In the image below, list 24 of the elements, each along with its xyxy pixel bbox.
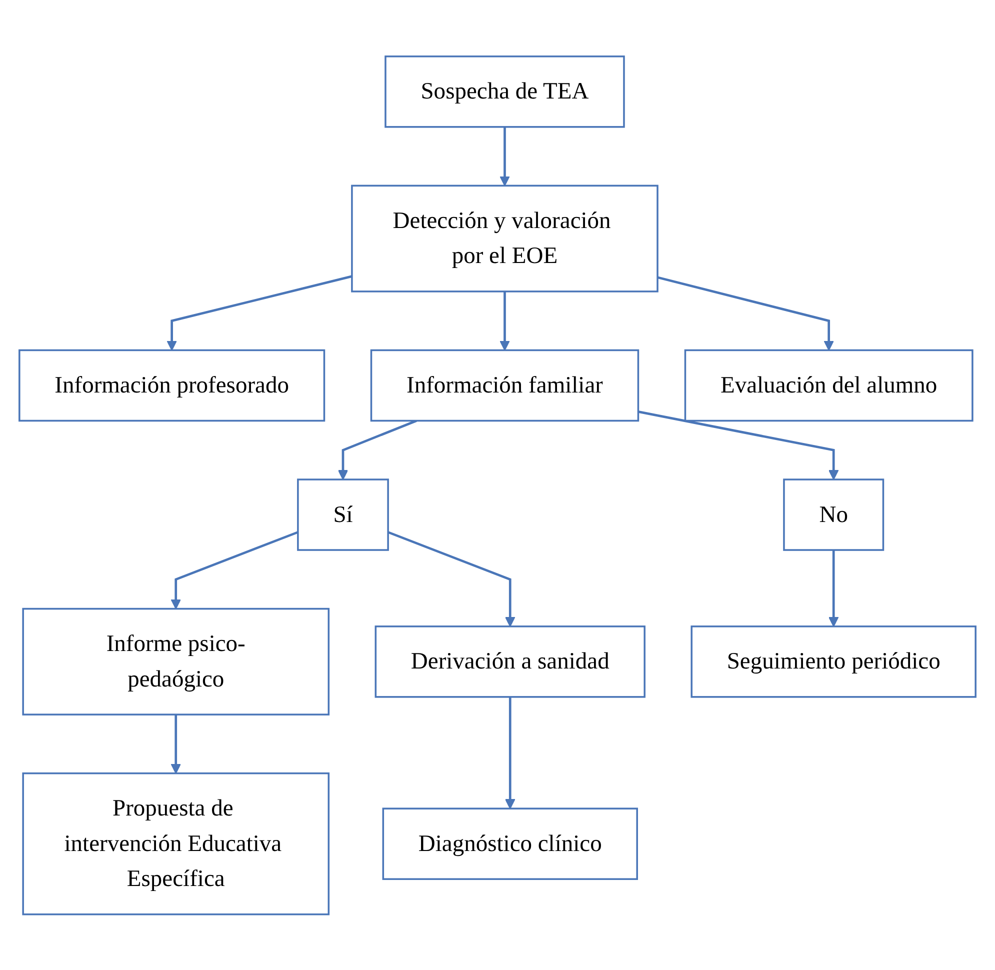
node-box (374, 625, 646, 698)
arrow (388, 530, 516, 626)
node-box (18, 348, 326, 422)
node-box (370, 348, 640, 422)
node-box (297, 478, 389, 551)
arrow (500, 291, 510, 350)
arrow (170, 714, 182, 774)
node-box (783, 478, 884, 551)
node-box (22, 608, 330, 716)
node-box (351, 184, 658, 292)
node-box (382, 807, 638, 880)
node-box (690, 625, 976, 698)
arrow (657, 276, 834, 350)
arrow (500, 126, 510, 186)
arrow (828, 550, 839, 626)
arrow (170, 530, 298, 609)
node-box (22, 772, 330, 915)
arrow (338, 419, 417, 480)
arrow (166, 274, 352, 350)
arrow (638, 410, 839, 480)
flowchart-drawing: Sospecha de TEA Detección y valoración por el EOE Información profesorado Información familiar Evaluación del alumno Sí No Informe psico-pedaógico Derivación a sanidad Seguimiento periódico Propuesta de intervención Educativa Específica Diagnóstico clínico (10, 46, 985, 924)
arrow (504, 696, 516, 809)
node-box (384, 55, 625, 128)
node-box (684, 348, 974, 422)
